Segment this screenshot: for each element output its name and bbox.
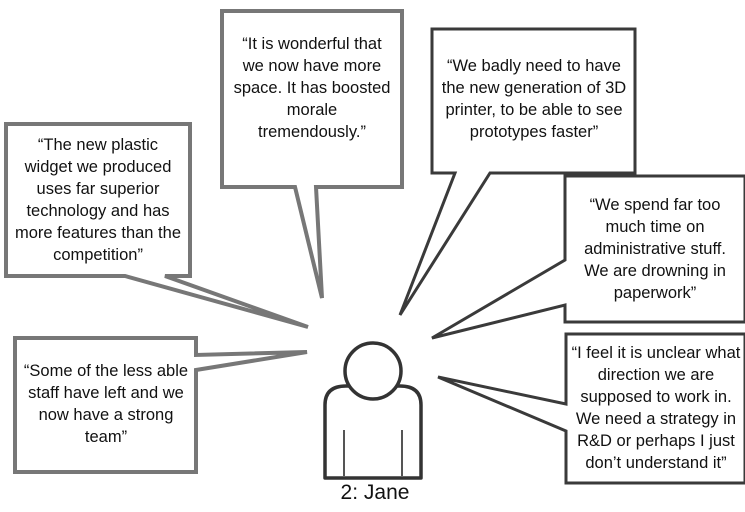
quote-strategy: “I feel it is unclear what direction we …	[571, 344, 741, 472]
quote-staff: “Some of the less able staff have left a…	[23, 362, 189, 446]
quote-space: “It is wonderful that we now have more s…	[233, 35, 391, 141]
bubble-strategy	[437, 332, 745, 485]
bubble-staff	[13, 336, 308, 474]
bubble-space	[220, 9, 404, 299]
quote-admin: “We spend far too much time on administr…	[584, 196, 726, 302]
quote-printer: “We badly need to have the new generatio…	[441, 57, 627, 141]
bubble-printer	[398, 27, 637, 316]
person-icon	[323, 341, 423, 480]
person-caption: 2: Jane	[340, 481, 410, 504]
bubble-widget	[4, 122, 309, 329]
quote-widget: “The new plastic widget we produced uses…	[14, 136, 181, 264]
bubble-admin	[431, 174, 745, 340]
